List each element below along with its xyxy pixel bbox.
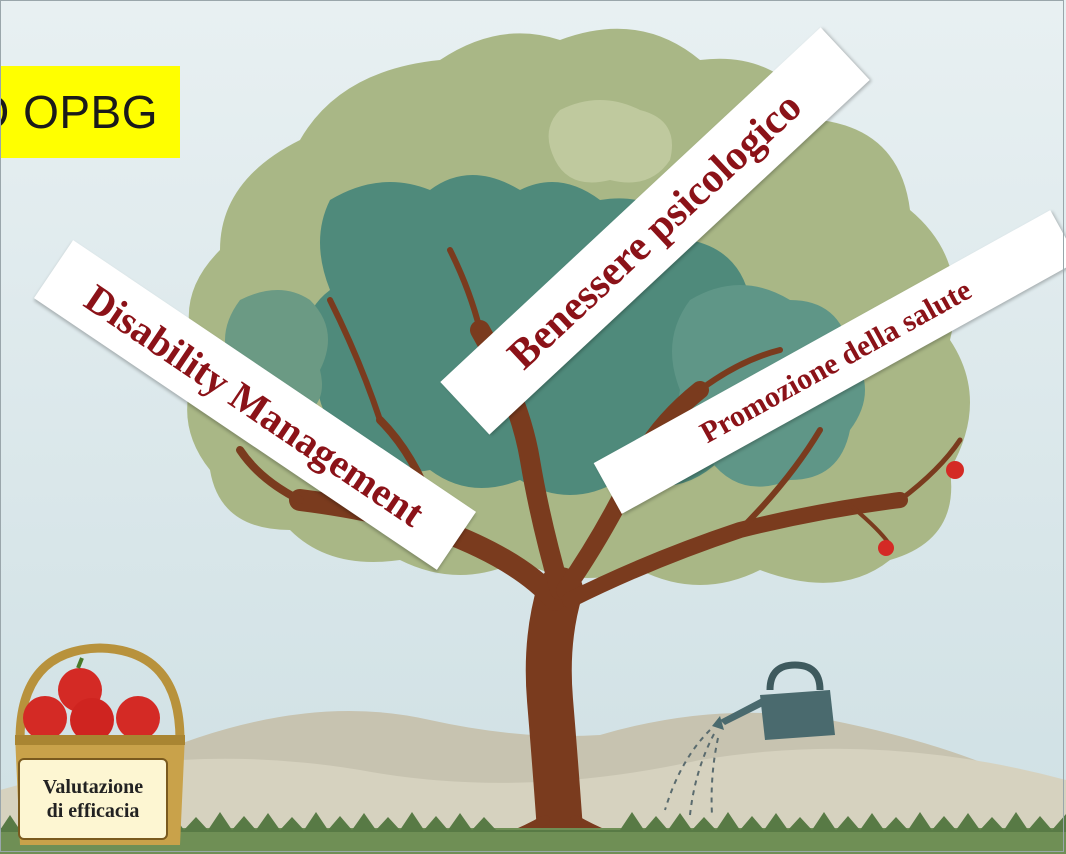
basket-label: Valutazione di efficacia — [18, 758, 168, 840]
watering-can-icon — [664, 661, 835, 816]
title-label: O OPBG — [0, 86, 158, 138]
title-highlight-box: O OPBG — [0, 66, 180, 158]
basket-label-line2: di efficacia — [46, 800, 140, 822]
basket-label-line1: Valutazione — [42, 776, 144, 798]
tree-apples — [878, 461, 964, 556]
